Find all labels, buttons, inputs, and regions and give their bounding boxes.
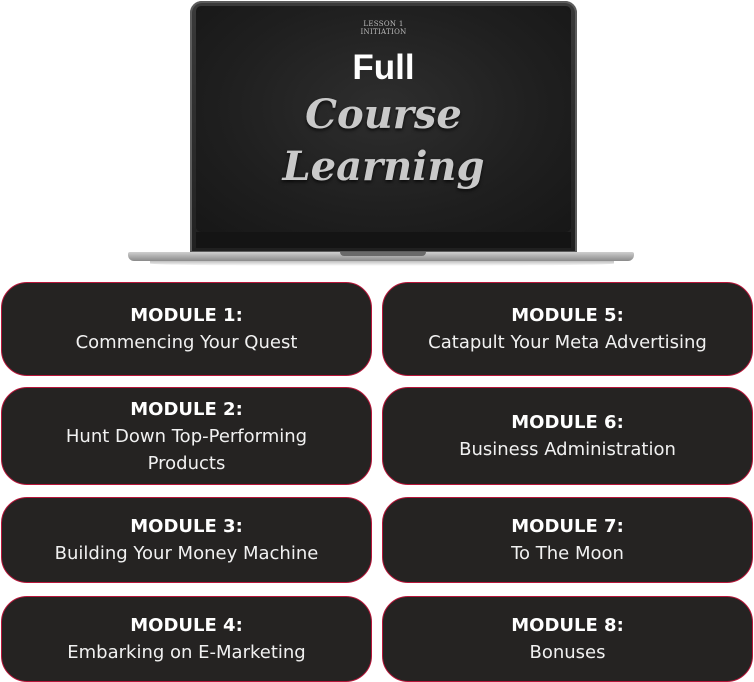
module-card-1[interactable]: MODULE 1: Commencing Your Quest bbox=[1, 282, 372, 376]
laptop-illustration: LESSON 1 INITIATION Full Course Learning bbox=[0, 0, 754, 270]
module-title: MODULE 8: bbox=[511, 615, 624, 636]
laptop-base bbox=[128, 252, 634, 261]
module-title: MODULE 1: bbox=[130, 305, 243, 326]
module-title: MODULE 6: bbox=[511, 412, 624, 433]
module-title: MODULE 7: bbox=[511, 516, 624, 537]
module-title: MODULE 4: bbox=[130, 615, 243, 636]
module-card-3[interactable]: MODULE 3: Building Your Money Machine bbox=[1, 497, 372, 583]
module-card-8[interactable]: MODULE 8: Bonuses bbox=[382, 596, 753, 682]
module-subtitle: Building Your Money Machine bbox=[54, 543, 319, 564]
course-title-line3: Learning bbox=[282, 143, 485, 190]
course-title-line1: Full bbox=[352, 48, 415, 87]
module-title: MODULE 3: bbox=[130, 516, 243, 537]
lesson-number: LESSON 1 bbox=[363, 20, 404, 28]
lesson-name: INITIATION bbox=[360, 28, 407, 36]
module-card-2[interactable]: MODULE 2: Hunt Down Top-Performing Produ… bbox=[1, 387, 372, 485]
module-card-4[interactable]: MODULE 4: Embarking on E-Marketing bbox=[1, 596, 372, 682]
module-subtitle: Business Administration bbox=[459, 439, 676, 460]
module-subtitle: Hunt Down Top-Performing bbox=[65, 425, 308, 447]
module-subtitle: Catapult Your Meta Advertising bbox=[428, 332, 707, 353]
module-card-7[interactable]: MODULE 7: To The Moon bbox=[382, 497, 753, 583]
module-card-5[interactable]: MODULE 5: Catapult Your Meta Advertising bbox=[382, 282, 753, 376]
module-title: MODULE 2: bbox=[130, 398, 243, 420]
module-subtitle: Commencing Your Quest bbox=[75, 332, 298, 353]
module-subtitle-line2: Products bbox=[147, 452, 226, 474]
module-title: MODULE 5: bbox=[511, 305, 624, 326]
laptop-screen: LESSON 1 INITIATION Full Course Learning bbox=[196, 6, 571, 232]
laptop-hinge-notch bbox=[340, 252, 426, 256]
laptop-shadow bbox=[150, 261, 614, 266]
laptop-bezel-bottom bbox=[196, 232, 571, 248]
module-subtitle: To The Moon bbox=[511, 543, 624, 564]
module-card-6[interactable]: MODULE 6: Business Administration bbox=[382, 387, 753, 485]
course-title-line2: Course bbox=[305, 91, 462, 138]
module-subtitle: Embarking on E-Marketing bbox=[67, 642, 306, 663]
module-subtitle: Bonuses bbox=[529, 642, 606, 663]
